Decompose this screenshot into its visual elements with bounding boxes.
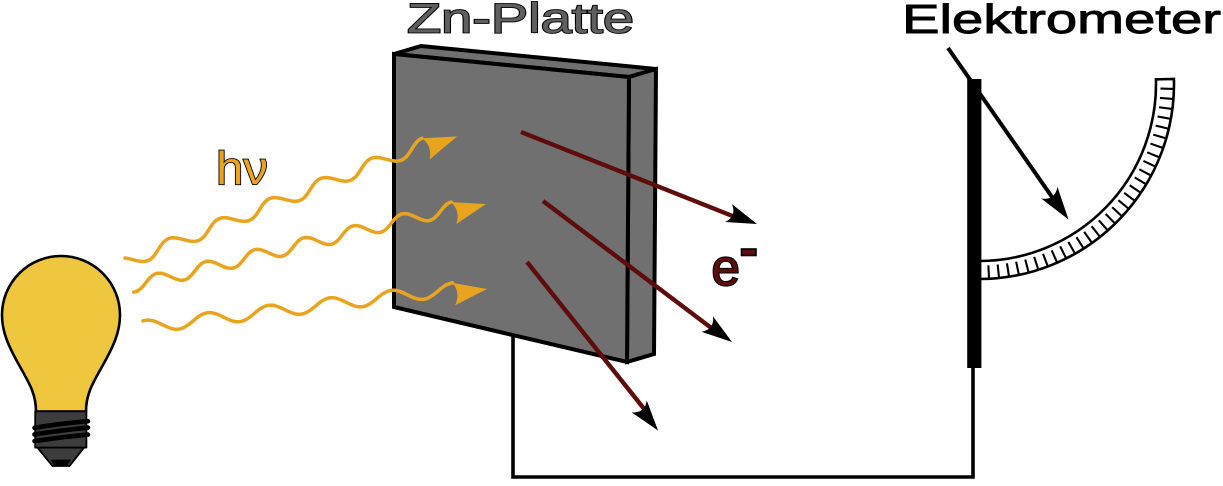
svg-text:Elektrometer: Elektrometer: [902, 0, 1221, 42]
svg-text:hν: hν: [216, 142, 268, 194]
svg-text:Zn-Platte: Zn-Platte: [407, 0, 634, 42]
svg-text:e: e: [712, 239, 740, 296]
